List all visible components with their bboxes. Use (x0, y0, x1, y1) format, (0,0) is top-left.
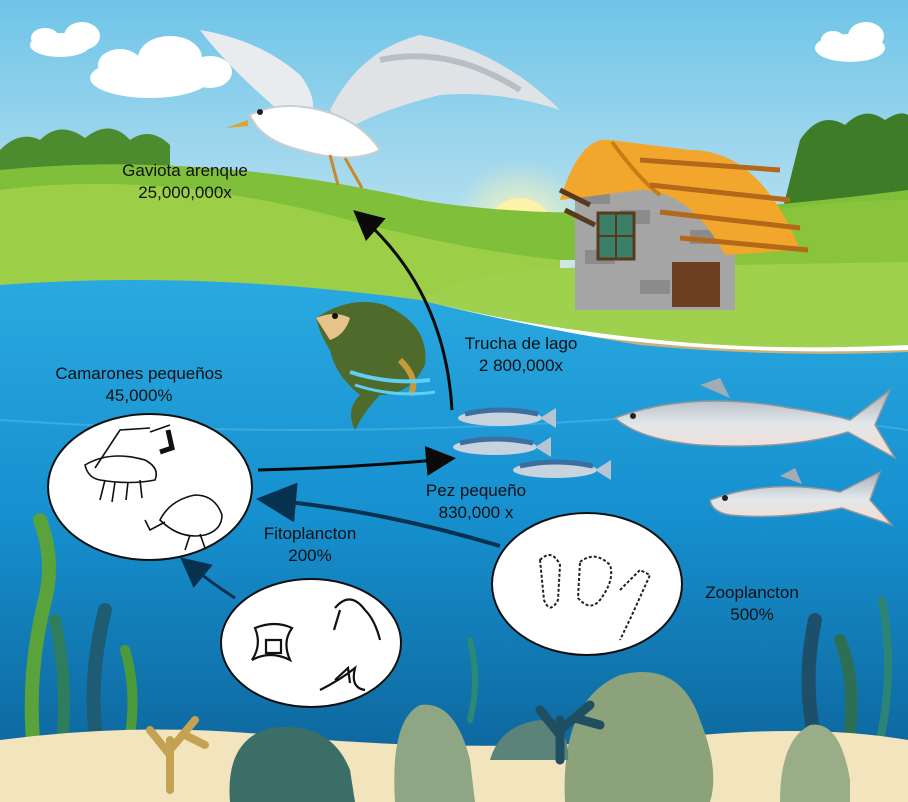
phytoplankton-bubble (221, 579, 401, 707)
zooplankton-bubble (492, 513, 682, 655)
smallfish-value: 830,000 x (426, 502, 526, 524)
trout-name: Trucha de lago (465, 333, 578, 355)
zoo-value: 500% (705, 604, 799, 626)
label-smallfish: Pez pequeño 830,000 x (426, 480, 526, 524)
label-phyto: Fitoplancton 200% (264, 523, 357, 567)
trout-value: 2 800,000x (465, 355, 578, 377)
zoo-name: Zooplancton (705, 582, 799, 604)
shrimp-name: Camarones pequeños (55, 363, 222, 385)
shrimp-value: 45,000% (55, 385, 222, 407)
shrimp-bubble (48, 414, 252, 560)
gull-value: 25,000,000x (122, 182, 248, 204)
label-gull: Gaviota arenque 25,000,000x (122, 160, 248, 204)
label-shrimp: Camarones pequeños 45,000% (55, 363, 222, 407)
label-zoo: Zooplancton 500% (705, 582, 799, 626)
phyto-value: 200% (264, 545, 357, 567)
gull-name: Gaviota arenque (122, 160, 248, 182)
smallfish-name: Pez pequeño (426, 480, 526, 502)
label-trout: Trucha de lago 2 800,000x (465, 333, 578, 377)
phyto-name: Fitoplancton (264, 523, 357, 545)
